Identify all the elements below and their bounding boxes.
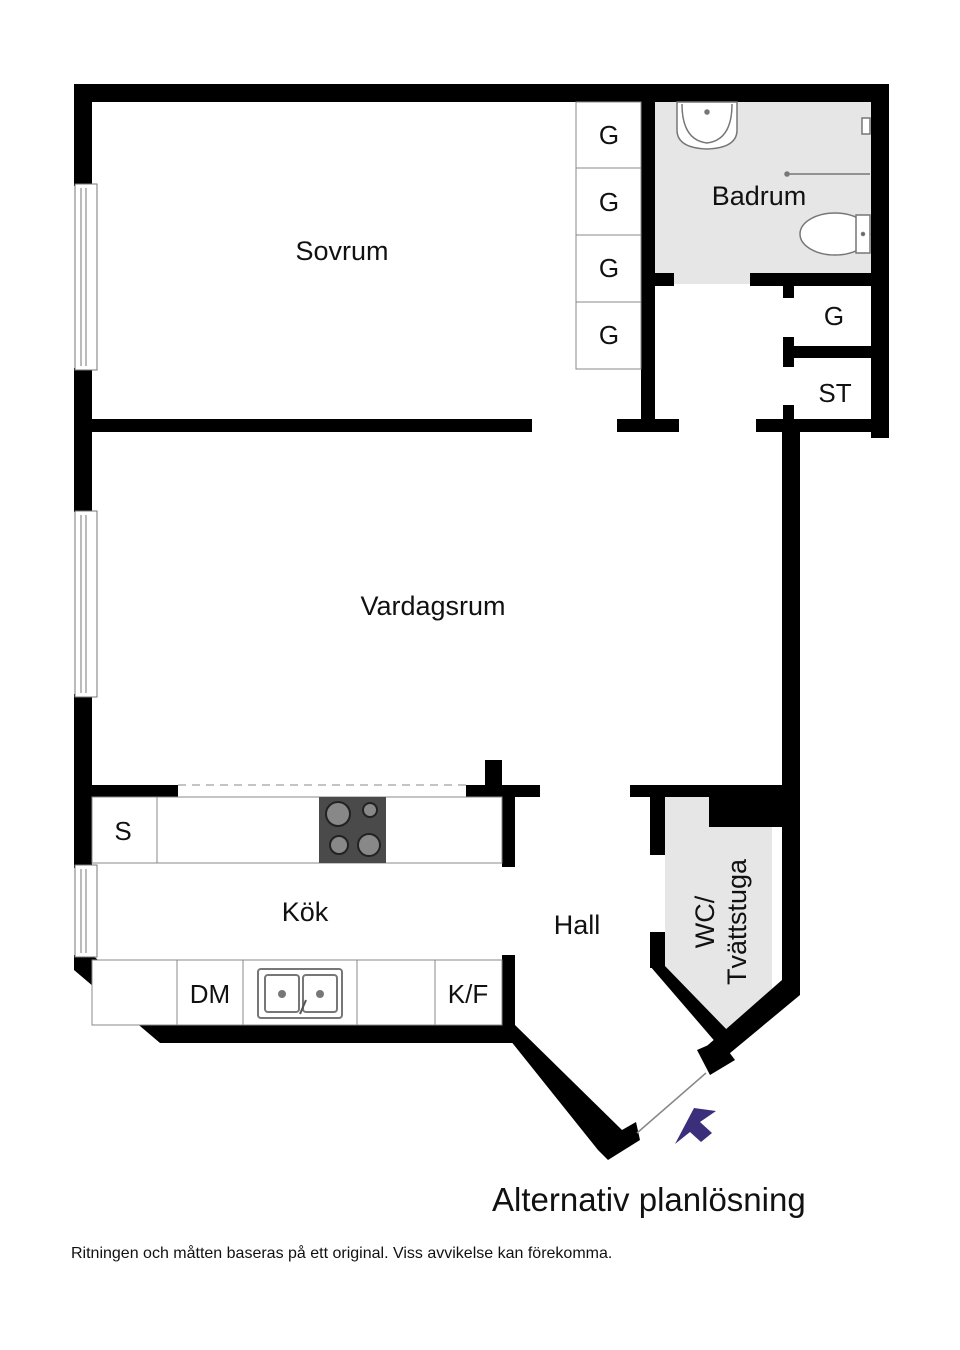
fridge-freezer-label: K/F [448, 979, 488, 1009]
room-label-vardagsrum: Vardagsrum [360, 591, 505, 621]
windows [74, 183, 98, 958]
disclaimer-text: Ritningen och måtten baseras på ett orig… [71, 1245, 613, 1262]
wardrobe-label-4: G [599, 320, 619, 350]
wardrobe-label-3: G [599, 253, 619, 283]
walls [74, 84, 889, 1043]
stove-icon [319, 797, 386, 863]
wardrobes [575, 101, 642, 370]
room-label-wc: WC/ [690, 895, 720, 948]
bathroom-fixtures [676, 101, 871, 256]
plan-title: Alternativ planlösning [492, 1181, 806, 1218]
shower-head-icon [861, 117, 871, 135]
room-label-badrum: Badrum [712, 181, 807, 211]
dishwasher-label: DM [190, 979, 230, 1009]
room-label-kok: Kök [282, 897, 329, 927]
entrance-door [636, 1072, 707, 1134]
hall-wardrobe-label: G [824, 301, 844, 331]
storage-label: ST [818, 378, 851, 408]
wc-laundry-floor [665, 797, 772, 1035]
room-label-tvattstuga: Tvättstuga [722, 858, 752, 985]
wardrobe-label-2: G [599, 187, 619, 217]
wardrobe-label-1: G [599, 120, 619, 150]
room-label-sovrum: Sovrum [295, 236, 388, 266]
room-label-hall: Hall [554, 910, 601, 940]
entrance-arrow-icon [675, 1108, 716, 1144]
kitchen-sink-icon [257, 968, 343, 1019]
pantry-label: S [114, 816, 131, 846]
